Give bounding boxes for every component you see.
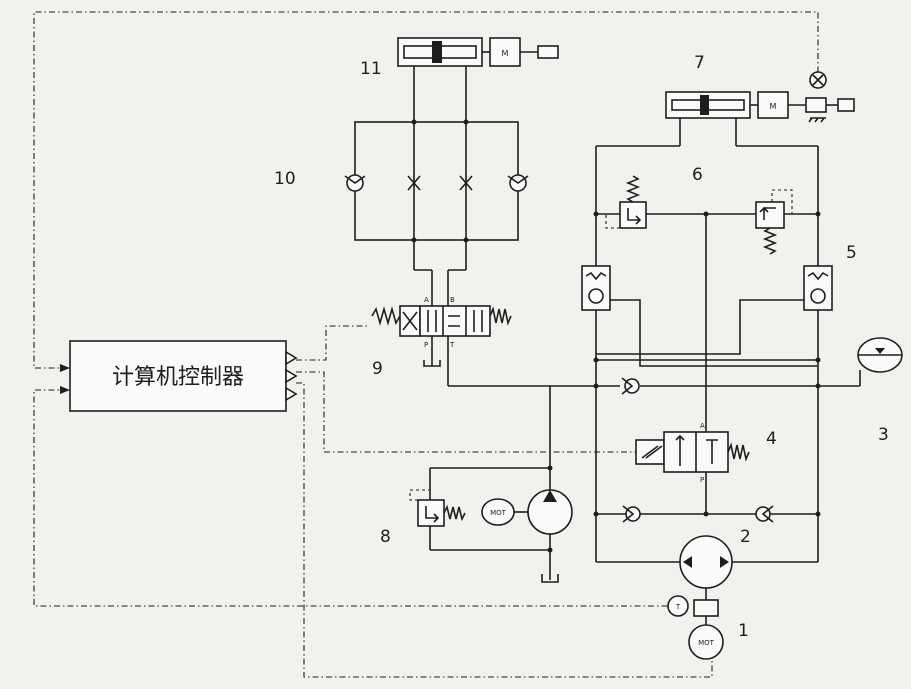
valve4-port-p: P (700, 476, 704, 484)
computer-controller: 计算机控制器 (60, 340, 298, 412)
cylinder-11: M 11 (360, 37, 559, 79)
pump-motor-1: MOT T 1 (667, 535, 749, 660)
check-valve-main (621, 377, 640, 395)
label-8: 8 (380, 527, 391, 547)
t-sensor-label: T (675, 603, 681, 611)
label-2: 2 (740, 527, 751, 547)
pilot-check-valves-5: 5 (581, 243, 857, 311)
label-1: 1 (738, 621, 749, 641)
motor-11-label: M (502, 49, 509, 58)
main-circuit-lines (593, 118, 821, 563)
cylinder-11-lines: 10 (274, 66, 529, 306)
valve9-port-t: T (449, 341, 455, 349)
label-9: 9 (372, 359, 383, 379)
accumulator-3: 3 (857, 337, 903, 445)
label-11: 11 (360, 59, 382, 79)
pump1-motor-label: MOT (698, 639, 715, 647)
pump-unit-8: MOT 8 (380, 386, 573, 583)
pump8-motor-label: MOT (490, 509, 507, 517)
valve9-port-b: B (450, 296, 455, 304)
motor-7-label: M (770, 102, 777, 111)
check-valves-2: 2 (622, 505, 774, 547)
label-4: 4 (766, 429, 777, 449)
relief-valves-6: 6 (605, 165, 793, 255)
label-6: 6 (692, 165, 703, 185)
valve9-port-p: P (424, 341, 428, 349)
valve4-port-a: A (700, 422, 705, 430)
controller-label: 计算机控制器 (112, 365, 244, 390)
label-3: 3 (878, 425, 889, 445)
label-10: 10 (274, 169, 296, 189)
valve9-port-a: A (424, 296, 429, 304)
directional-valve-9: A B P T 9 (371, 296, 512, 386)
control-signal-lines (33, 11, 819, 678)
label-5: 5 (846, 243, 857, 263)
label-7: 7 (694, 53, 705, 73)
cylinder-7: M 7 (665, 53, 855, 123)
directional-valve-4: A P 4 (635, 422, 777, 484)
